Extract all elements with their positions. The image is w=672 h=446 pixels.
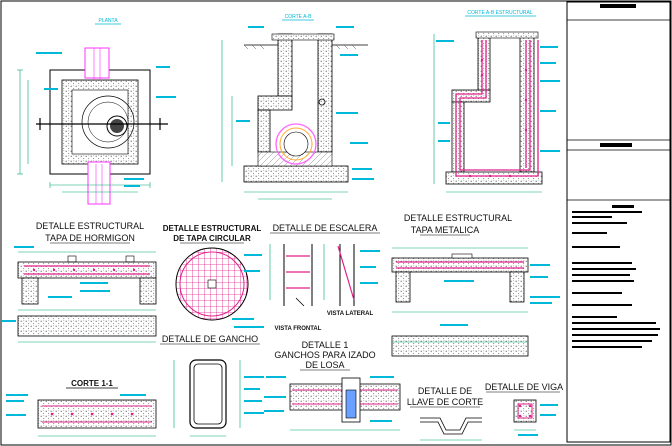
corte-11-title: CORTE 1-1: [71, 379, 113, 388]
viga-detail: DETALLE DE VIGA: [485, 382, 563, 436]
tapa-hormigon-title-2: TAPA DE HORMIGON: [45, 233, 135, 243]
corte-11-detail: CORTE 1-1: [6, 379, 157, 437]
vista-lateral-label: VISTA LATERAL: [327, 311, 374, 317]
llave-corte-title-1: DETALLE DE: [418, 386, 472, 396]
corte-ab-view: CORTE A-B: [221, 14, 374, 200]
corte-ab-title: CORTE A-B: [285, 14, 313, 20]
tapa-circular-title-1: DETALLE ESTRUCTURAL: [163, 224, 262, 233]
tapa-circular-title-2: DE TAPA CIRCULAR: [173, 234, 251, 243]
tapa-circular-detail: DETALLE ESTRUCTURAL DE TAPA CIRCULAR: [163, 224, 264, 328]
planta-title: PLANTA: [98, 18, 118, 24]
escalera-title: DETALLE DE ESCALERA: [273, 223, 378, 233]
tapa-hormigon-detail: DETALLE ESTRUCTURAL TAPA DE HORMIGON: [2, 221, 157, 343]
ganchos-izado-detail: DETALLE 1 GANCHOS PARA IZADO DE LOSA: [264, 340, 401, 431]
llave-corte-detail: DETALLE DE LLAVE DE CORTE: [407, 386, 483, 441]
tapa-metalica-title-2: TAPA METALICA: [411, 225, 480, 235]
title-block-notes: [572, 211, 660, 348]
ganchos-izado-title-1: DETALLE 1: [302, 340, 349, 350]
corte-ab-estructural-title: CORTE A-B ESTRUCTURAL: [467, 10, 532, 16]
ganchos-izado-title-3: DE LOSA: [305, 360, 344, 370]
gancho-detail: DETALLE DE GANCHO: [160, 334, 264, 437]
rebar-lines: [455, 40, 539, 177]
tapa-hormigon-title-1: DETALLE ESTRUCTURAL: [36, 221, 144, 231]
tapa-metalica-detail: DETALLE ESTRUCTURAL TAPA METALICA: [391, 213, 560, 357]
viga-title: DETALLE DE VIGA: [485, 382, 563, 392]
gancho-title: DETALLE DE GANCHO: [162, 334, 258, 344]
corte-ab-estructural-view: CORTE A-B ESTRUCTURAL: [433, 10, 560, 193]
llave-corte-title-2: LLAVE DE CORTE: [407, 397, 483, 407]
escalera-detail: DETALLE DE ESCALERA VISTA FRONTAL VISTA …: [269, 223, 380, 332]
title-block: [566, 1, 671, 443]
planta-view: PLANTA: [17, 18, 176, 205]
tapa-metalica-title-1: DETALLE ESTRUCTURAL: [404, 213, 512, 223]
vista-frontal-label: VISTA FRONTAL: [275, 326, 322, 332]
ganchos-izado-title-2: GANCHOS PARA IZADO: [274, 350, 375, 360]
